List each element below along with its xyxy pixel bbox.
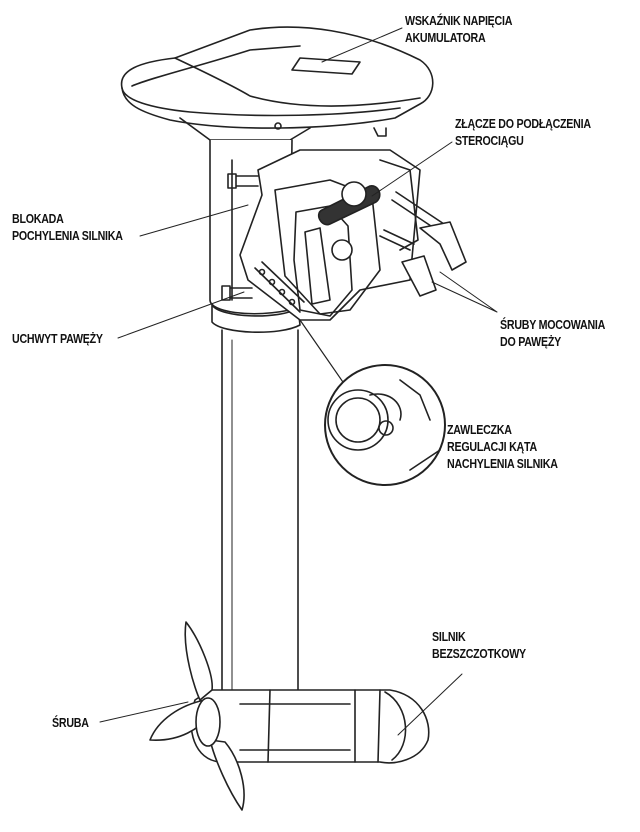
label-line: DO PAWĘŻY [500, 334, 561, 349]
label-line: ZŁĄCZE DO PODŁĄCZENIA [455, 116, 591, 131]
label-line: STEROCIĄGU [455, 133, 524, 148]
battery-indicator-display [291, 57, 361, 75]
transom-screw-handle [401, 255, 437, 297]
transom-bracket-drawing [239, 149, 467, 321]
label-line: SILNIK [432, 629, 466, 644]
label-line: AKUMULATORA [405, 30, 486, 45]
label-line: BLOKADA [12, 211, 64, 226]
transom-screw-handle [419, 221, 467, 271]
label-line: REGULACJI KĄTA [447, 439, 537, 454]
label-line: POCHYLENIA SILNIKA [12, 228, 123, 243]
label-battery-indicator: WSKAŹNIK NAPIĘCIA AKUMULATORA [405, 12, 512, 46]
label-line: ŚRUBY MOCOWANIA [500, 317, 606, 332]
label-line: ŚRUBA [52, 715, 89, 730]
propeller-drawing [149, 621, 245, 811]
tilt-pin-inset [299, 319, 446, 486]
motor-head [120, 26, 434, 141]
label-tilt-pin: ZAWLECZKA REGULACJI KĄTA NACHYLENIA SILN… [447, 421, 558, 472]
label-brushless-motor: SILNIK BEZSZCZOTKOWY [432, 628, 526, 662]
label-propeller: ŚRUBA [52, 714, 89, 731]
label-line: ZAWLECZKA [447, 422, 512, 437]
label-line: BEZSZCZOTKOWY [432, 646, 526, 661]
label-transom-bracket: UCHWYT PAWĘŻY [12, 330, 103, 347]
label-line: UCHWYT PAWĘŻY [12, 331, 103, 346]
shaft [221, 329, 299, 691]
leader-lines [99, 27, 498, 736]
label-transom-screws: ŚRUBY MOCOWANIA DO PAWĘŻY [500, 316, 605, 350]
label-line: NACHYLENIA SILNIKA [447, 456, 558, 471]
label-steering-connector: ZŁĄCZE DO PODŁĄCZENIA STEROCIĄGU [455, 115, 591, 149]
motor-pod [190, 689, 430, 764]
label-tilt-lock: BLOKADA POCHYLENIA SILNIKA [12, 210, 123, 244]
label-line: WSKAŹNIK NAPIĘCIA [405, 13, 513, 28]
